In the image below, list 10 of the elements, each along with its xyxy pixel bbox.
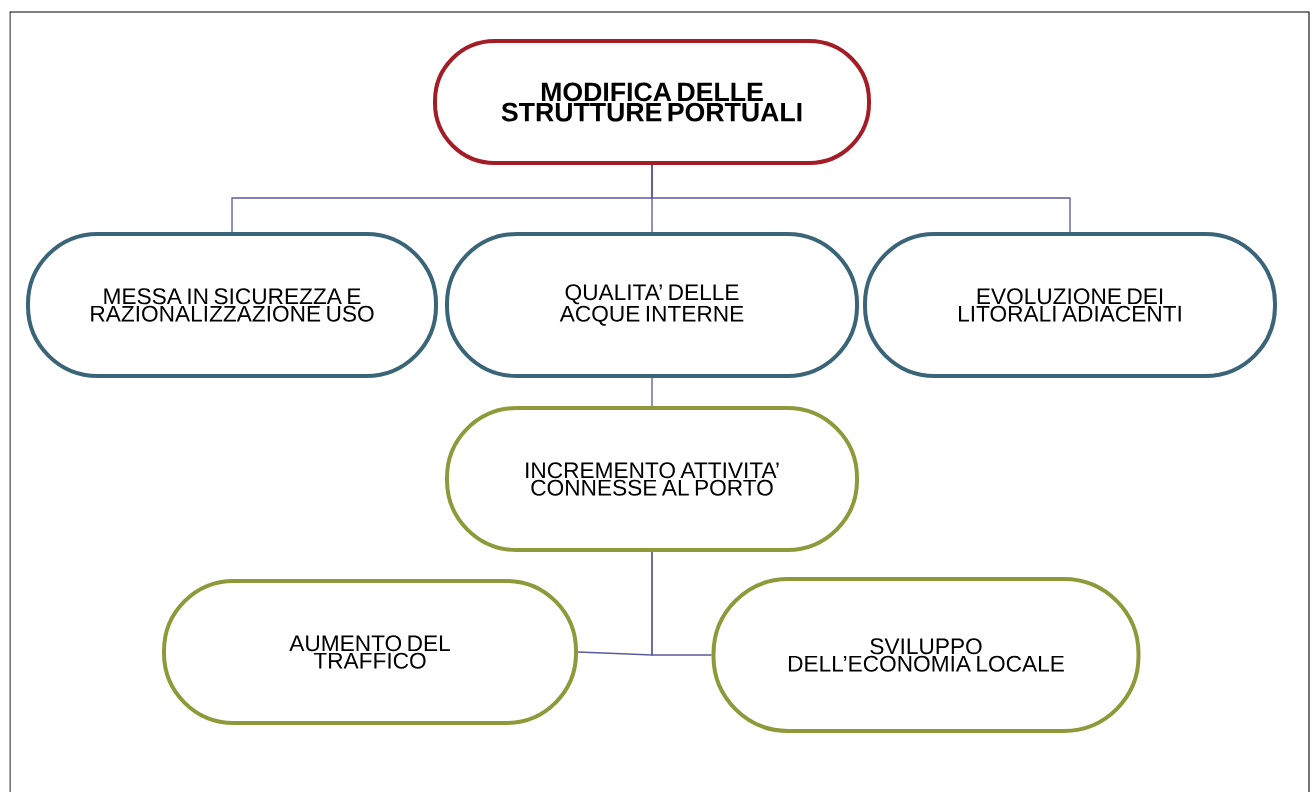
connector-line (651, 551, 713, 656)
topic-box: QUALITA’ DELLE ACQUE INTERNE (445, 232, 859, 378)
topic-box: EVOLUZIONE DEI LITORALI ADIACENTI (863, 232, 1277, 378)
topic-box: INCREMENTO ATTIVITA’ CONNESSE AL PORTO (445, 406, 859, 552)
topic-box: SVILUPPO DELL’ECONOMIA LOCALE (711, 577, 1141, 733)
topic-box: MESSA IN SICUREZZA E RAZIONALIZZAZIONE USO (26, 232, 438, 378)
connector-line (651, 377, 653, 407)
title-box: MODIFICA DELLE STRUTTURE PORTUALI (433, 39, 871, 165)
topic-box: AUMENTO DEL TRAFFICO (162, 579, 578, 725)
connector-line (651, 164, 1071, 233)
